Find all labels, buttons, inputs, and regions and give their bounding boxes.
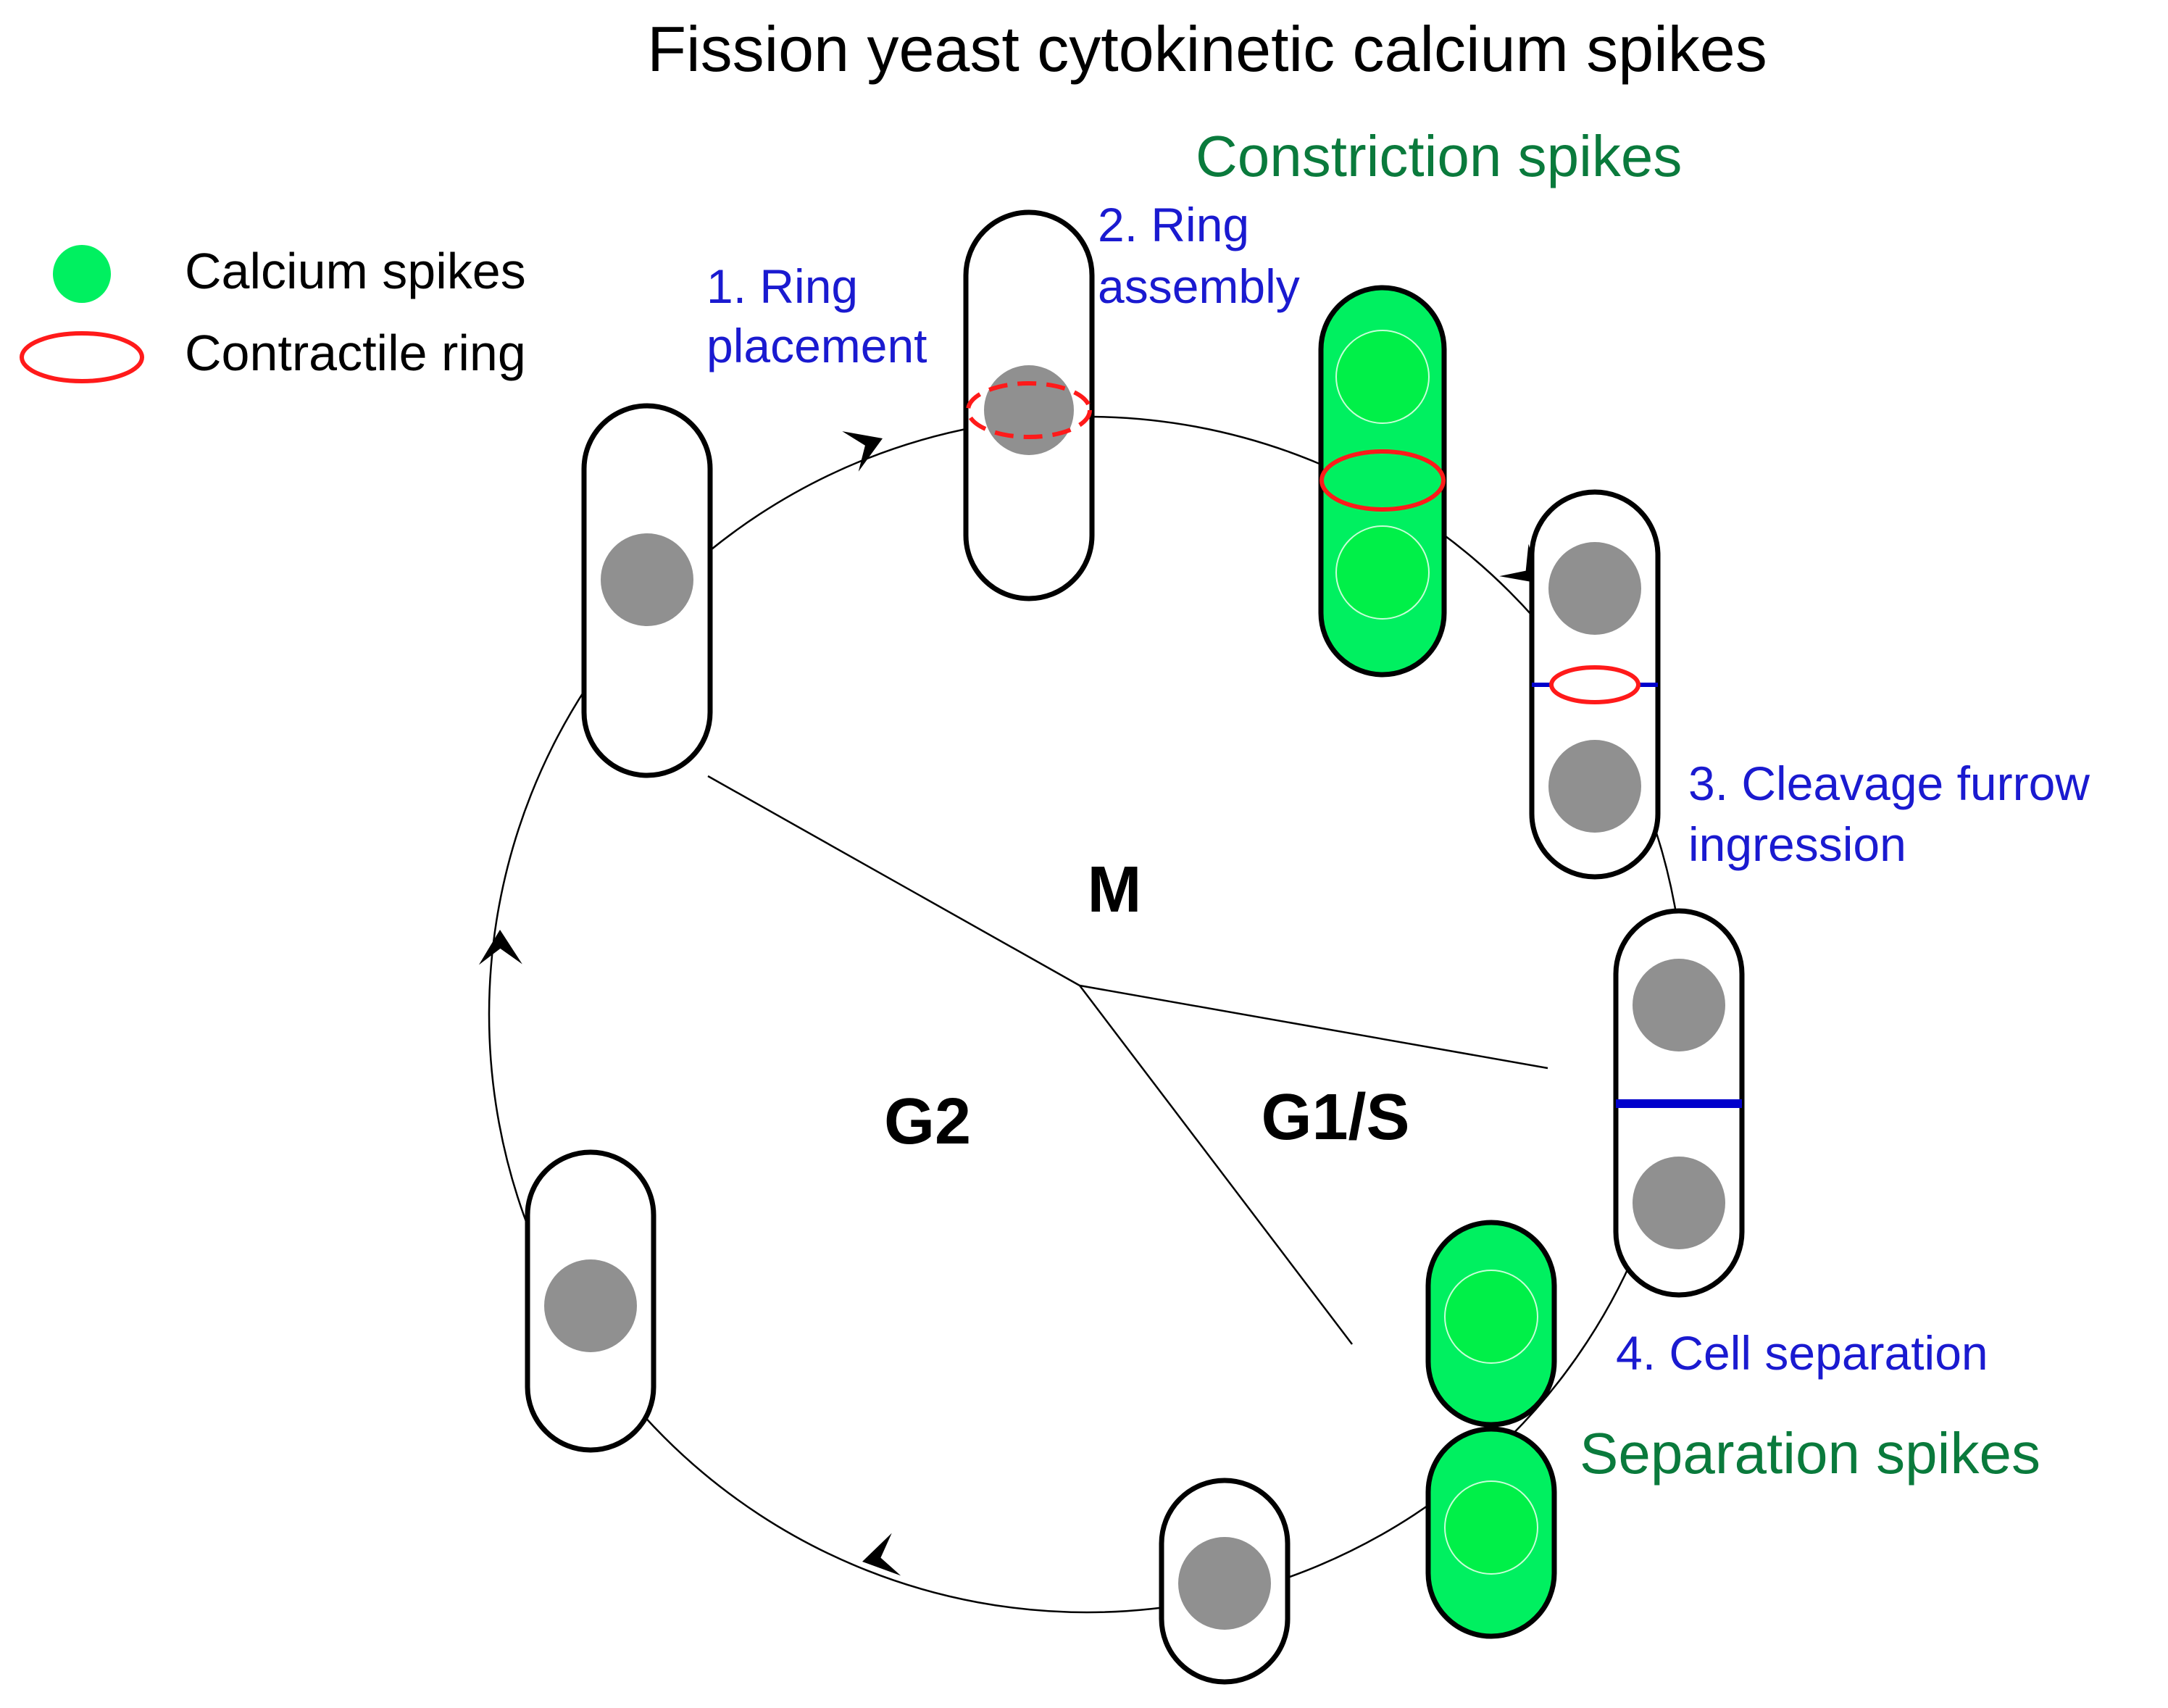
contractile-ring-dashed [966, 381, 1092, 439]
nucleus [984, 365, 1074, 455]
contractile-ring [1319, 449, 1446, 512]
cell-daughter-bottom [1159, 1478, 1291, 1685]
step-cleavage-line2: ingression [1688, 817, 1906, 871]
nucleus [1335, 525, 1430, 620]
cell-g2-lower [525, 1149, 656, 1453]
step-ring-placement-line1: 1. Ring [706, 259, 858, 313]
constriction-spikes-label: Constriction spikes [1196, 124, 1682, 188]
arrow-left-icon [478, 929, 522, 965]
nucleus [1633, 1157, 1725, 1249]
phase-dividers [707, 775, 1548, 1345]
step-ring-assembly-line1: 2. Ring [1098, 198, 1249, 251]
arrow-top-icon [842, 418, 891, 472]
contractile-ring-legend-icon [20, 331, 144, 383]
step-cell-separation: 4. Cell separation [1616, 1326, 1988, 1380]
nucleus [1548, 542, 1641, 635]
nucleus [1444, 1480, 1538, 1575]
legend-calcium-spikes: Calcium spikes [185, 243, 526, 299]
nucleus [1335, 330, 1430, 424]
phase-label-g1s: G1/S [1261, 1081, 1409, 1154]
divider-line-bottom [1079, 985, 1353, 1345]
step-ring-assembly-line2: assembly [1098, 259, 1300, 313]
calcium-spike-legend-icon [53, 245, 111, 303]
nucleus [1178, 1537, 1271, 1630]
nucleus [1444, 1270, 1538, 1364]
step-cleavage-line1: 3. Cleavage furrow [1688, 757, 2090, 810]
nucleus [601, 533, 693, 626]
legend: Calcium spikes Contractile ring [20, 243, 526, 383]
phase-label-m: M [1088, 854, 1142, 926]
cell-cleavage-furrow [1529, 489, 1661, 880]
divider-line-right [1079, 984, 1548, 1070]
diagram-title: Fission yeast cytokinetic calcium spikes [647, 13, 1767, 85]
step-ring-placement-line2: placement [706, 319, 927, 372]
cell-g2-upper [581, 403, 713, 778]
divider-line-top [707, 775, 1080, 987]
cell-separating [1425, 1220, 1557, 1639]
phase-label-g2: G2 [884, 1086, 971, 1158]
nucleus [1548, 740, 1641, 833]
legend-contractile-ring: Contractile ring [185, 325, 526, 381]
separation-spikes-label: Separation spikes [1580, 1421, 2040, 1486]
nucleus [544, 1259, 637, 1352]
nucleus [1633, 959, 1725, 1051]
cell-ring-placement [963, 209, 1095, 601]
cell-septated [1613, 908, 1745, 1298]
cell-ring-assembly [1318, 285, 1447, 678]
contractile-ring [1549, 665, 1640, 704]
